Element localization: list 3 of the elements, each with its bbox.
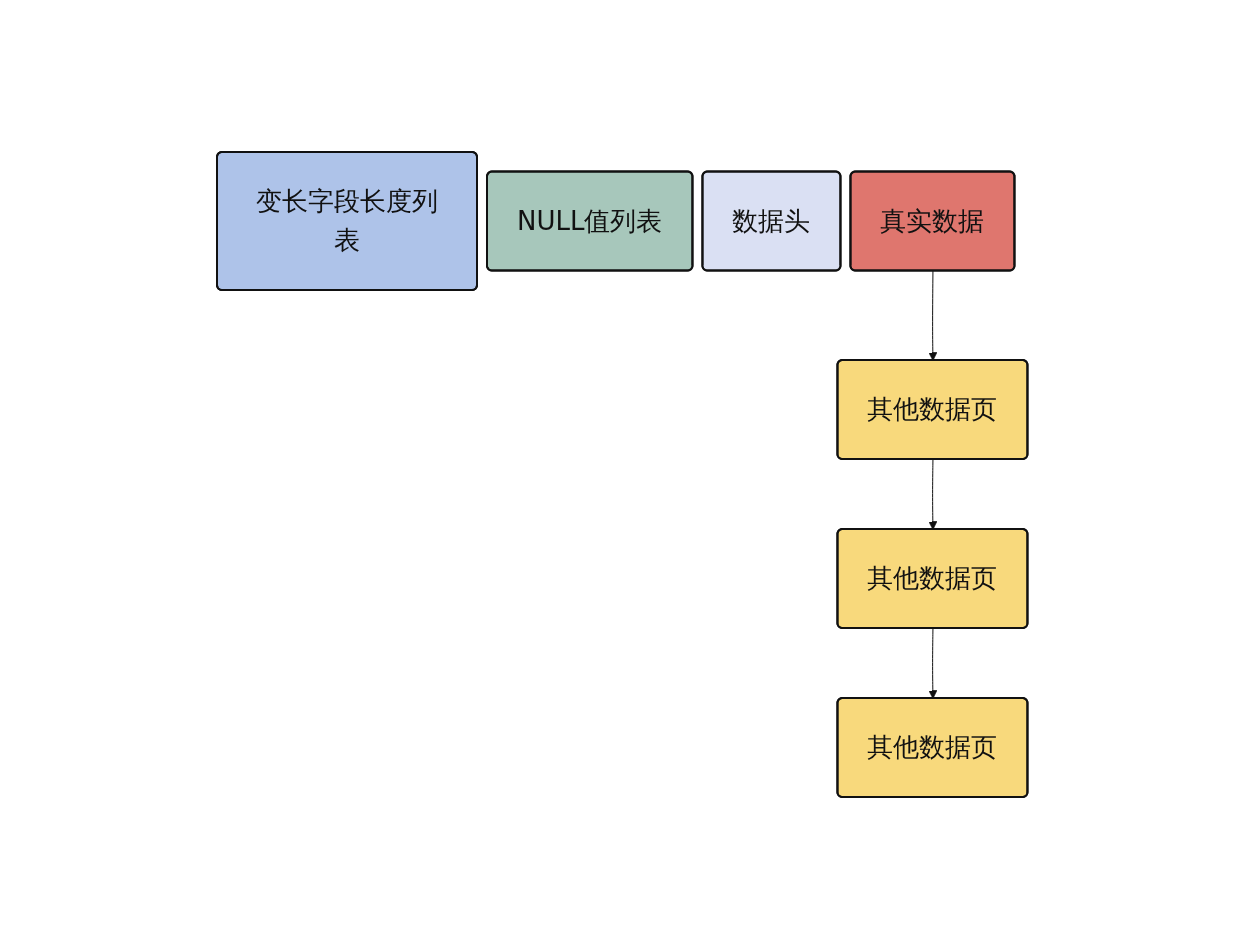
arrow bbox=[928, 459, 938, 530]
arrow bbox=[928, 270, 938, 361]
arrow bbox=[928, 628, 938, 699]
